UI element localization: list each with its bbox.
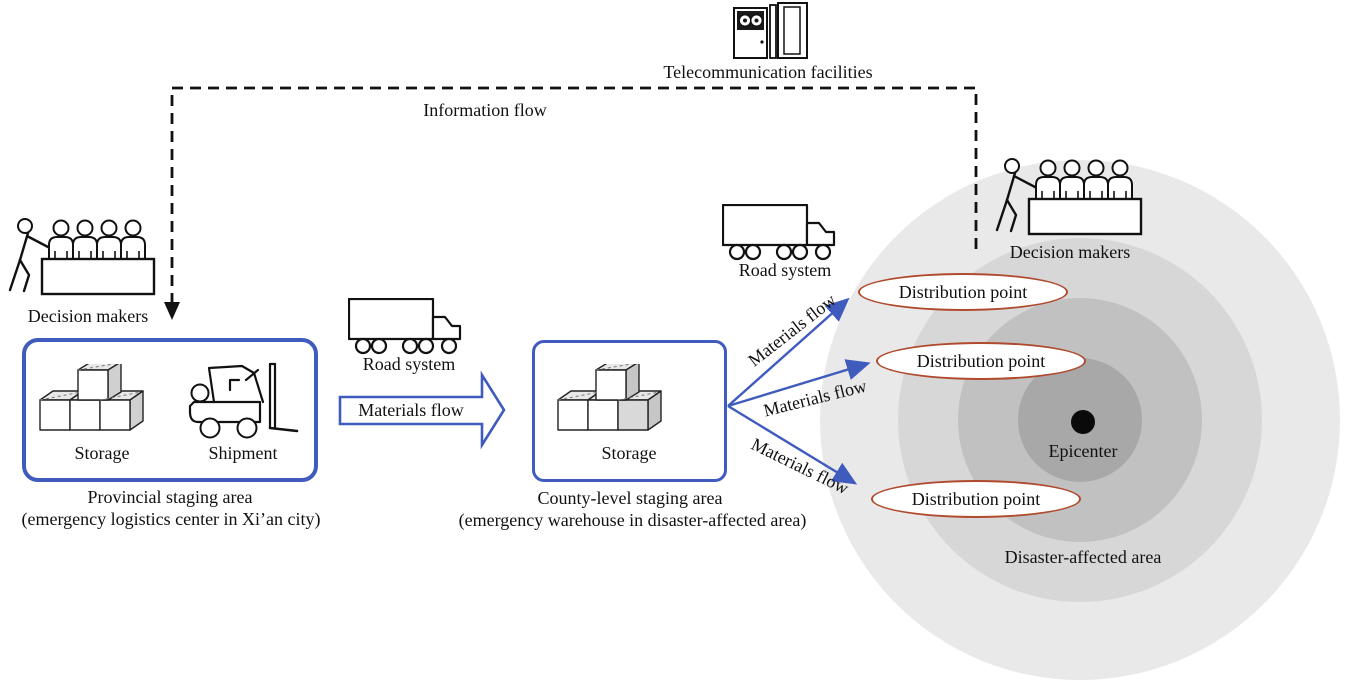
decision-makers-label-left: Decision makers <box>27 306 149 326</box>
information-flow-dashed-line <box>170 86 978 304</box>
storage-boxes-icon-county <box>557 364 662 431</box>
decision-makers-icon-left <box>8 218 156 296</box>
decision-makers-icon-right <box>995 158 1143 236</box>
county-area-subtitle: (emergency warehouse in disaster-affecte… <box>458 510 807 530</box>
county-area-title: County-level staging area <box>537 488 723 508</box>
epicenter-label: Epicenter <box>1048 441 1118 461</box>
road-system-label-right: Road system <box>738 260 832 280</box>
decision-makers-label-right: Decision makers <box>1009 242 1131 262</box>
storage-label-provincial: Storage <box>74 443 130 463</box>
truck-icon-middle <box>348 298 462 355</box>
truck-icon-right <box>722 204 836 261</box>
road-system-label-middle: Road system <box>362 354 456 374</box>
storage-label-county: Storage <box>601 443 657 463</box>
telecom-facility-icon <box>733 2 808 59</box>
storage-boxes-icon-provincial <box>39 364 144 431</box>
information-flow-label: Information flow <box>423 100 547 120</box>
telecom-label: Telecommunication facilities <box>663 62 873 82</box>
provincial-staging-area-box <box>22 338 318 482</box>
shipment-label: Shipment <box>208 443 278 463</box>
distribution-point-3-label: Distribution point <box>911 488 1041 509</box>
distribution-point-2: Distribution point <box>876 342 1086 380</box>
epicenter-dot <box>1071 410 1095 434</box>
distribution-point-1-label: Distribution point <box>898 281 1028 302</box>
distribution-point-3: Distribution point <box>871 480 1081 518</box>
distribution-point-2-label: Distribution point <box>916 350 1046 371</box>
disaster-area-label: Disaster-affected area <box>1004 547 1162 567</box>
materials-flow-label-block: Materials flow <box>358 400 464 420</box>
provincial-area-subtitle: (emergency logistics center in Xi’an cit… <box>21 509 321 529</box>
forklift-icon <box>188 362 299 439</box>
distribution-point-1: Distribution point <box>858 273 1068 311</box>
provincial-area-title: Provincial staging area <box>87 487 253 507</box>
